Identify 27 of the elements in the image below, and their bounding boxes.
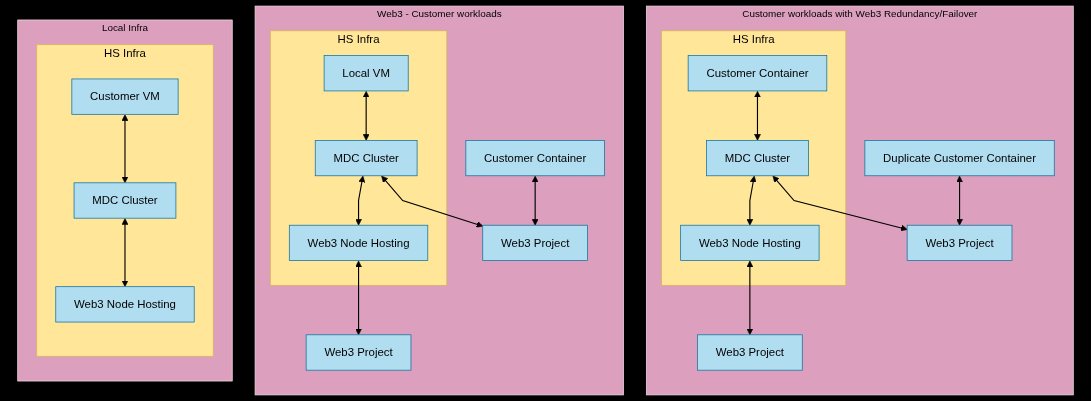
node-box: Web3 Project	[697, 334, 803, 371]
node-box: Web3 Node Hosting	[680, 224, 820, 261]
node-box: Web3 Node Hosting	[288, 224, 429, 261]
node-box: Local VM	[323, 55, 409, 92]
arrow	[956, 175, 963, 226]
node-box: Customer Container	[465, 140, 605, 177]
node-box: MDC Cluster	[314, 140, 418, 177]
node-box: MDC Cluster	[706, 140, 809, 177]
node-box: Customer VM	[71, 78, 179, 115]
arrow	[121, 114, 129, 184]
arrow	[381, 175, 484, 228]
arrow	[355, 175, 366, 226]
arrow	[746, 260, 754, 336]
arrow	[362, 90, 370, 141]
arrow	[772, 175, 908, 232]
node-box: Customer Container	[687, 55, 828, 92]
node-box: Web3 Project	[305, 334, 412, 371]
node-box: Web3 Project	[482, 224, 588, 261]
arrow	[746, 175, 757, 226]
arrow	[121, 218, 129, 287]
node-box: MDC Cluster	[73, 182, 177, 219]
arrow	[531, 175, 539, 226]
arrow	[754, 90, 761, 141]
node-box: Web3 Project	[906, 224, 1013, 261]
node-box: Web3 Node Hosting	[55, 286, 195, 323]
arrow	[355, 260, 362, 336]
node-box: Duplicate Customer Container	[864, 140, 1055, 177]
